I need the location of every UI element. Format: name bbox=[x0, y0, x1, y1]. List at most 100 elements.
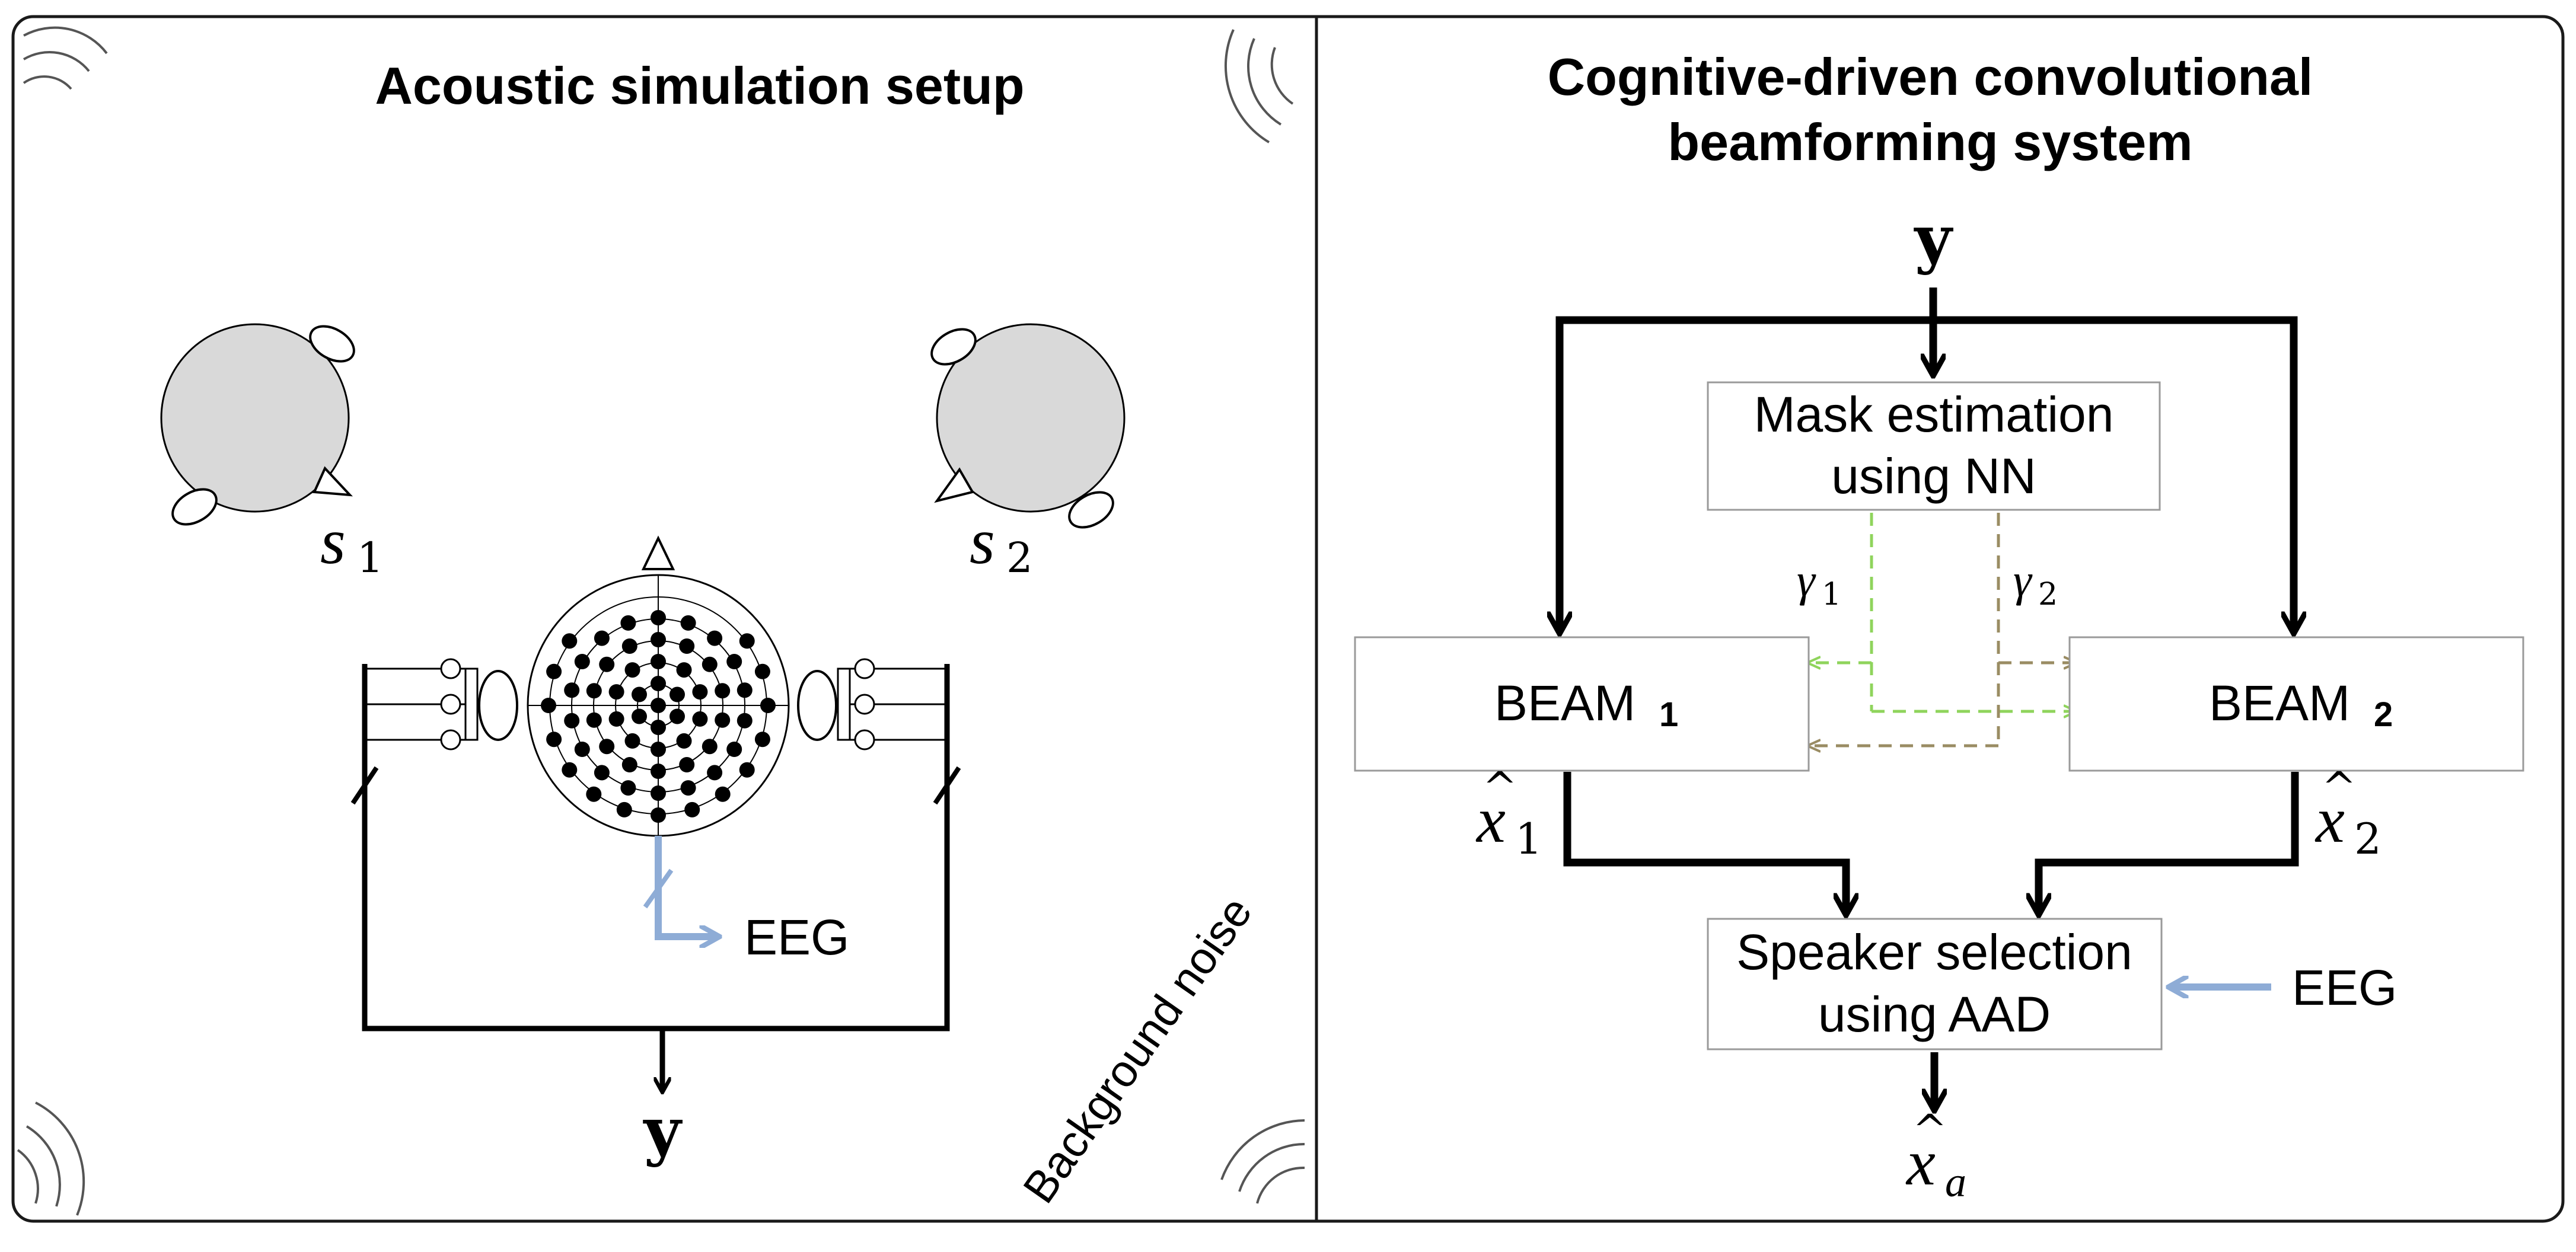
eeg-electrode bbox=[651, 654, 666, 669]
eeg-electrode bbox=[651, 698, 666, 713]
eeg-electrode bbox=[739, 762, 755, 778]
eeg-electrode bbox=[621, 638, 637, 654]
eeg-electrode bbox=[620, 780, 636, 796]
eeg-electrode bbox=[715, 712, 731, 728]
eeg-electrode bbox=[651, 610, 666, 625]
svg-text:^: ^ bbox=[1912, 1106, 1947, 1154]
beam-1-box bbox=[1354, 636, 1810, 772]
mask-estimation-box bbox=[1707, 381, 2161, 511]
speaker-box-line2: using AAD bbox=[1818, 986, 2051, 1042]
speaker-1-head-icon bbox=[160, 323, 355, 526]
gamma-2-label: γ bbox=[2013, 554, 2033, 606]
eeg-electrode bbox=[676, 662, 692, 678]
gamma-2-subscript: 2 bbox=[2038, 577, 2058, 612]
svg-text:^: ^ bbox=[2322, 763, 2357, 812]
eeg-electrode bbox=[680, 615, 696, 631]
eeg-electrode bbox=[546, 663, 562, 679]
beam-2-box bbox=[2068, 636, 2524, 772]
input-signal-arrows bbox=[1560, 288, 2294, 631]
eeg-electrode bbox=[651, 676, 666, 691]
eeg-electrode bbox=[651, 764, 666, 779]
eeg-electrode bbox=[676, 733, 692, 749]
svg-text:2: 2 bbox=[2354, 814, 2381, 864]
eeg-electrode bbox=[632, 708, 647, 724]
eeg-electrode bbox=[651, 720, 666, 735]
right-input-y-label: y bbox=[1914, 202, 1954, 276]
xhat-2-label: x ^ 2 bbox=[2314, 763, 2381, 864]
eeg-electrode bbox=[574, 654, 590, 669]
beam-2-label: BEAM bbox=[2209, 675, 2350, 731]
svg-text:a: a bbox=[1945, 1158, 1966, 1206]
eeg-electrode bbox=[726, 654, 742, 669]
noise-source-icon-bottom-left bbox=[17, 1101, 85, 1216]
eeg-electrode bbox=[692, 711, 708, 727]
mask-box-line2: using NN bbox=[1831, 448, 2036, 504]
eeg-electrode bbox=[754, 663, 770, 679]
eeg-electrode bbox=[760, 698, 776, 713]
eeg-electrode bbox=[715, 683, 731, 699]
eeg-electrode bbox=[707, 765, 723, 781]
eeg-electrode bbox=[737, 713, 753, 729]
eeg-electrode bbox=[616, 801, 632, 817]
beam-1-subscript: 1 bbox=[1659, 695, 1678, 734]
hearing-aid-right-icon bbox=[837, 658, 949, 750]
eeg-electrode bbox=[651, 632, 666, 647]
eeg-electrode bbox=[726, 742, 742, 757]
eeg-electrode bbox=[679, 638, 695, 654]
xhat-a-output-label: x ^ a bbox=[1905, 1106, 1966, 1206]
eeg-electrode bbox=[599, 739, 615, 755]
eeg-cap-icon bbox=[478, 535, 837, 837]
eeg-electrode bbox=[707, 630, 723, 646]
svg-text:1: 1 bbox=[1515, 814, 1542, 864]
hearing-aid-left-icon bbox=[365, 658, 479, 750]
wire-slash-right bbox=[933, 766, 961, 805]
right-panel: Cognitive-driven convolutional beamformi… bbox=[1354, 47, 2524, 1206]
right-eeg-label: EEG bbox=[2292, 960, 2397, 1015]
xhat-1-label: x ^ 1 bbox=[1475, 763, 1542, 864]
mask-box-line1: Mask estimation bbox=[1754, 387, 2114, 442]
wire-slash-left bbox=[350, 766, 379, 805]
eeg-electrode bbox=[669, 708, 685, 724]
eeg-electrode bbox=[621, 757, 637, 772]
outer-frame bbox=[11, 15, 2565, 1223]
right-panel-title-line1: Cognitive-driven convolutional bbox=[1548, 47, 2313, 106]
eeg-electrode bbox=[562, 633, 578, 649]
eeg-electrode bbox=[608, 711, 624, 727]
gamma-1-subscript: 1 bbox=[1822, 577, 1841, 612]
noise-source-icon-top-right bbox=[1224, 29, 1294, 143]
eeg-electrode bbox=[546, 732, 562, 748]
eeg-electrode bbox=[651, 742, 666, 757]
gamma-1-dashed-route bbox=[1809, 513, 2076, 711]
eeg-electrode bbox=[541, 698, 556, 713]
eeg-electrode bbox=[702, 656, 718, 672]
eeg-electrode bbox=[574, 742, 590, 757]
eeg-electrode bbox=[586, 786, 602, 802]
gamma-2-dashed-route bbox=[1809, 513, 2076, 746]
speaker-box-line1: Speaker selection bbox=[1736, 924, 2132, 980]
eeg-electrode bbox=[594, 765, 610, 781]
beam-2-subscript: 2 bbox=[2374, 695, 2393, 734]
eeg-electrode bbox=[715, 786, 731, 802]
beam-1-label: BEAM bbox=[1494, 675, 1635, 731]
speaker-1-label: s bbox=[320, 505, 346, 577]
eeg-signal-arrow bbox=[655, 836, 718, 937]
eeg-electrode bbox=[562, 762, 578, 778]
eeg-electrode bbox=[669, 686, 685, 702]
eeg-electrode bbox=[739, 633, 755, 649]
eeg-electrode bbox=[702, 739, 718, 755]
eeg-electrode bbox=[564, 713, 580, 729]
speaker-selection-box bbox=[1707, 918, 2163, 1050]
left-eeg-label: EEG bbox=[744, 909, 849, 965]
eeg-electrode bbox=[564, 682, 580, 698]
noise-source-icon-bottom-right bbox=[1220, 1119, 1305, 1204]
eeg-electrode bbox=[586, 712, 602, 728]
noise-source-icon-top-left bbox=[23, 26, 108, 90]
svg-text:x: x bbox=[1475, 784, 1506, 856]
speaker-2-head-icon bbox=[930, 323, 1126, 529]
speaker-1-subscript: 1 bbox=[357, 534, 384, 582]
speaker-2-label: s bbox=[970, 505, 995, 577]
eeg-electrode bbox=[632, 686, 647, 702]
left-output-y-label: y bbox=[643, 1094, 683, 1168]
eeg-electrode bbox=[586, 683, 602, 699]
eeg-electrode bbox=[651, 785, 666, 801]
